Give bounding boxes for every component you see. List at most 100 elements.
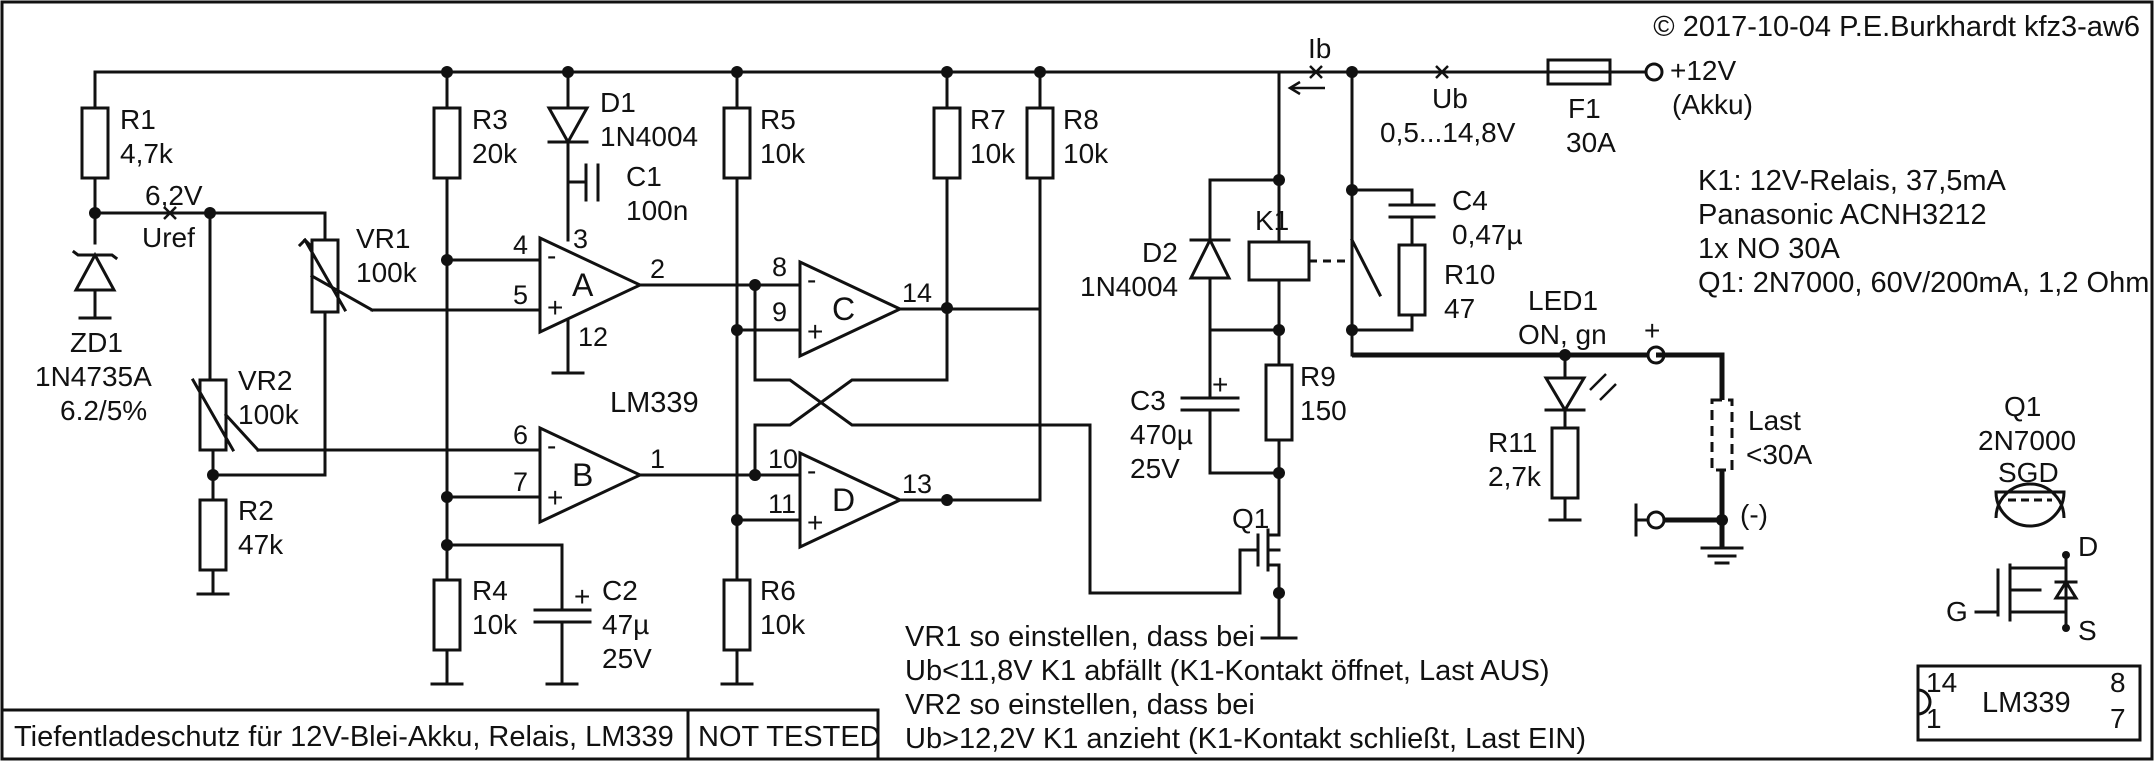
svg-text:6: 6 [513, 420, 528, 450]
svg-text:1N4004: 1N4004 [1080, 271, 1178, 302]
svg-text:C: C [832, 291, 855, 327]
svg-text:12: 12 [578, 322, 608, 352]
svg-text:VR2 so einstellen, dass bei: VR2 so einstellen, dass bei [905, 689, 1255, 721]
svg-text:(Akku): (Akku) [1672, 89, 1753, 120]
q1-symbol: D G S [1946, 531, 2098, 646]
svg-text:+: + [1212, 369, 1228, 400]
uref-test-cross [163, 206, 177, 220]
svg-text:+: + [807, 507, 823, 538]
c1-capacitor: C1 100n [566, 161, 688, 226]
svg-text:-: - [807, 264, 816, 295]
q1-mosfet: Q1 [1232, 503, 1298, 640]
svg-text:D: D [832, 482, 855, 518]
svg-text:1N4735A: 1N4735A [35, 361, 152, 392]
d1-diode: D1 1N4004 [546, 70, 698, 242]
svg-text:R3: R3 [472, 104, 508, 135]
svg-text:10k: 10k [760, 138, 806, 169]
svg-text:D: D [2078, 531, 2098, 562]
r9-resistor: R9 150 [1264, 361, 1347, 530]
svg-text:C4: C4 [1452, 185, 1488, 216]
svg-text:0,5...14,8V: 0,5...14,8V [1380, 117, 1516, 148]
svg-text:11: 11 [768, 489, 796, 519]
svg-text:R6: R6 [760, 575, 796, 606]
ground-terminal: (-) [1634, 499, 1768, 565]
svg-text:25V: 25V [602, 643, 652, 674]
vr1-potentiometer: VR1 100k [297, 211, 542, 477]
svg-text:R9: R9 [1300, 361, 1336, 392]
svg-text:B: B [572, 457, 593, 493]
svg-text:S: S [2078, 615, 2097, 646]
instructions: VR1 so einstellen, dass bei Ub<11,8V K1 … [905, 621, 1586, 755]
svg-text:Q1: Q1 [1232, 503, 1269, 534]
svg-text:2N7000: 2N7000 [1978, 425, 2076, 456]
svg-text:470µ: 470µ [1130, 419, 1193, 450]
vr2-potentiometer: VR2 100k [190, 211, 542, 502]
svg-text:ZD1: ZD1 [70, 327, 123, 358]
svg-text:K1: K1 [1255, 205, 1289, 236]
svg-text:4,7k: 4,7k [120, 138, 174, 169]
svg-text:47µ: 47µ [602, 609, 649, 640]
svg-text:10k: 10k [1063, 138, 1109, 169]
svg-text:10k: 10k [970, 138, 1016, 169]
svg-text:Ub: Ub [1432, 83, 1468, 114]
svg-text:+: + [574, 581, 590, 612]
svg-text:3: 3 [573, 224, 588, 254]
svg-text:8: 8 [772, 252, 787, 282]
lm339-package: 14 1 LM339 8 7 [1916, 664, 2142, 742]
r4-resistor: R4 10k [430, 575, 518, 686]
svg-text:9: 9 [772, 297, 787, 327]
svg-text:25V: 25V [1130, 453, 1180, 484]
svg-text:Panasonic ACNH3212: Panasonic ACNH3212 [1698, 199, 1987, 231]
svg-text:7: 7 [513, 467, 528, 497]
opamp-c: C - + 8 9 14 [772, 252, 1042, 359]
component-notes: K1: 12V-Relais, 37,5mA Panasonic ACNH321… [1698, 165, 2149, 299]
svg-text:100k: 100k [356, 257, 418, 288]
copyright: © 2017-10-04 P.E.Burkhardt kfz3-aw6 [1653, 11, 2140, 43]
c3-capacitor: + C3 470µ 25V [1130, 328, 1281, 484]
svg-text:Ub<11,8V K1 abfällt (K1-Kontak: Ub<11,8V K1 abfällt (K1-Kontakt öffnet, … [905, 655, 1550, 687]
f1-fuse: F1 30A [1546, 58, 1616, 158]
opamp-d: D - + 10 11 13 [768, 444, 1042, 550]
r1-resistor: R1 4,7k [80, 104, 174, 180]
svg-text:C3: C3 [1130, 385, 1166, 416]
svg-text:F1: F1 [1568, 93, 1601, 124]
svg-text:<30A: <30A [1746, 439, 1812, 470]
q1-package-pinout: Q1 2N7000 SGD [1978, 391, 2076, 528]
r5-resistor: R5 10k [722, 70, 806, 582]
svg-text:1x NO 30A: 1x NO 30A [1698, 233, 1840, 265]
svg-text:+: + [547, 292, 563, 323]
svg-text:14: 14 [902, 278, 932, 308]
svg-text:150: 150 [1300, 395, 1347, 426]
svg-text:-: - [547, 240, 556, 271]
svg-text:13: 13 [902, 469, 932, 499]
svg-text:R10: R10 [1444, 259, 1495, 290]
svg-text:C2: C2 [602, 575, 638, 606]
svg-text:R4: R4 [472, 575, 508, 606]
opamp-b: B - + 6 7 1 [513, 420, 802, 525]
svg-text:R5: R5 [760, 104, 796, 135]
svg-text:47k: 47k [238, 529, 284, 560]
svg-text:-: - [547, 430, 556, 461]
svg-text:D2: D2 [1142, 237, 1178, 268]
title: Tiefentladeschutz für 12V-Blei-Akku, Rel… [14, 721, 674, 753]
lm339-label: LM339 [610, 387, 699, 419]
svg-text:2: 2 [650, 254, 665, 284]
svg-text:D1: D1 [600, 87, 636, 118]
ib-marker: Ib [1287, 33, 1331, 96]
svg-text:7: 7 [2110, 703, 2126, 734]
svg-text:VR2: VR2 [238, 365, 292, 396]
svg-text:LED1: LED1 [1528, 285, 1598, 316]
svg-text:R1: R1 [120, 104, 156, 135]
ub-marker: Ub 0,5...14,8V [1380, 65, 1516, 148]
output-plus-sign: + [1644, 315, 1660, 346]
svg-text:20k: 20k [472, 138, 518, 169]
opamp-a: A - + 4 5 3 12 2 [513, 224, 802, 375]
r6-resistor: R6 10k [720, 575, 806, 686]
c4-capacitor: C4 0,47µ [1350, 185, 1523, 250]
svg-text:6.2/5%: 6.2/5% [60, 395, 147, 426]
svg-text:8: 8 [2110, 667, 2126, 698]
svg-text:1N4004: 1N4004 [600, 121, 698, 152]
zd1-zener: ZD1 1N4735A 6.2/5% [35, 249, 152, 426]
